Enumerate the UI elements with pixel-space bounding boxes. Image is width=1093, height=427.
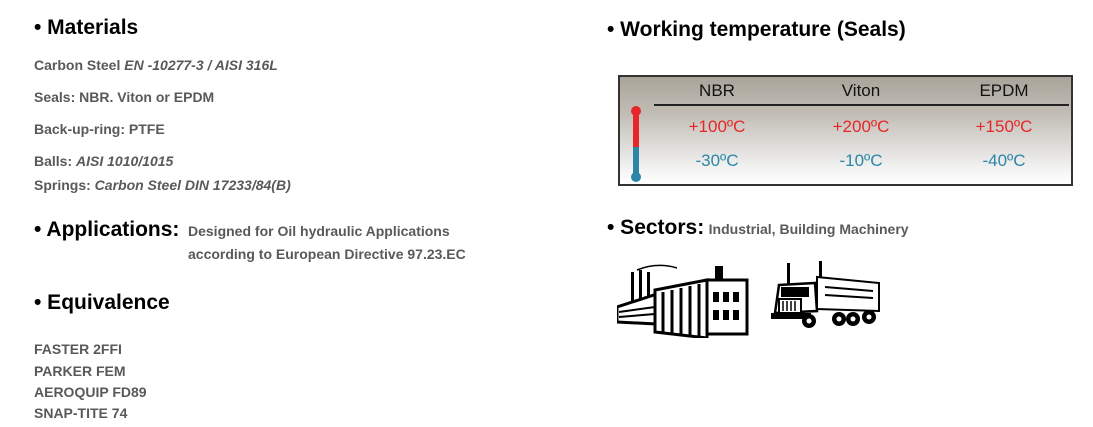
max-temp-epdm: +150ºC [975,117,1033,136]
equivalence-item: FASTER 2FFI [34,341,122,357]
spec: EN -10277-3 / AISI 316L [124,57,278,73]
spec: Carbon Steel DIN 17233/84(B) [94,177,291,193]
temperature-heading: • Working temperature (Seals) [607,18,906,41]
factory-icon [617,264,749,338]
max-temp-viton: +200ºC [832,117,890,136]
min-temp-nbr: -30ºC [695,151,739,170]
material-seals: Seals: NBR. Viton or EPDM [34,89,215,105]
label: Carbon Steel [34,57,125,73]
material-carbon-steel: Carbon Steel EN -10277-3 / AISI 316L [34,57,278,73]
applications-line-1: Designed for Oil hydraulic Applications [188,223,450,239]
equivalence-item: AEROQUIP FD89 [34,384,147,400]
sectors-heading: • Sectors: [607,216,705,239]
material-balls: Balls: AISI 1010/1015 [34,153,173,169]
sectors-text: Industrial, Building Machinery [708,221,909,237]
equivalence-item: PARKER FEM [34,363,126,379]
header-divider [654,104,1069,106]
material-backup-ring: Back-up-ring: PTFE [34,121,165,137]
spec: AISI 1010/1015 [76,153,174,169]
min-temp-viton: -10ºC [839,151,883,170]
thermometer-icon [631,106,641,182]
truck-icon [771,261,880,328]
materials-heading: • Materials [34,16,139,39]
applications-line-2: according to European Directive 97.23.EC [188,246,466,262]
col-header-nbr: NBR [699,81,735,100]
label: Springs: [34,177,95,193]
material-springs: Springs: Carbon Steel DIN 17233/84(B) [34,177,291,193]
min-temp-epdm: -40ºC [982,151,1026,170]
sectors: • Sectors: Industrial, Building Machiner… [607,216,909,240]
col-header-viton: Viton [841,81,881,100]
max-temp-nbr: +100ºC [688,117,746,136]
equivalence-item: SNAP-TITE 74 [34,405,128,421]
applications-heading: • Applications: [34,218,180,241]
equivalence-heading: • Equivalence [34,291,170,314]
col-header-epdm: EPDM [979,81,1029,100]
label: Balls: [34,153,77,169]
temperature-table: NBR Viton EPDM +100ºC +200ºC +150ºC -30º… [618,75,1073,186]
